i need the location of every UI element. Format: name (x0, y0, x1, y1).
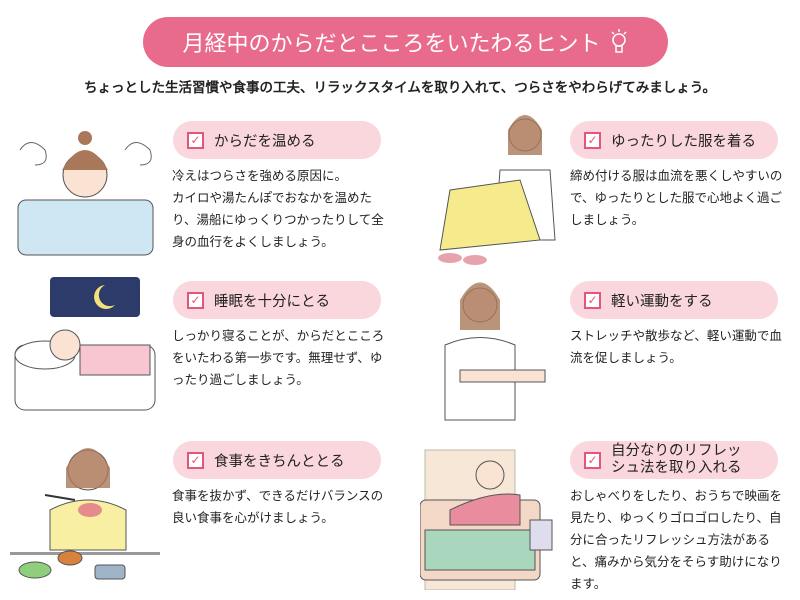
heading-text: からだを温める (214, 133, 316, 150)
checkbox-icon: ✓ (584, 131, 601, 149)
checkbox-icon: ✓ (187, 291, 204, 309)
checkbox-icon: ✓ (187, 131, 204, 149)
page-title: 月経中のからだとこころをいたわるヒント (143, 17, 668, 67)
tip-text-refresh: おしゃべりをしたり、おうちで映画を見たり、ゆっくりゴロゴロしたり、自分に合ったリ… (570, 488, 783, 591)
tip-heading-refresh: ✓ 自分なりのリフレッシュ法を取り入れる (570, 441, 778, 479)
lightbulb-icon (610, 29, 627, 53)
checkbox-icon: ✓ (187, 451, 204, 469)
eating-illustration (10, 448, 160, 580)
tip-heading-meals: ✓ 食事をきちんととる (173, 441, 381, 479)
bath-illustration (17, 131, 154, 256)
subtitle: ちょっとした生活習慣や食事の工夫、リラックスタイムを取り入れて、つらさをやわらげ… (84, 80, 716, 96)
tip-text-sleep: しっかり寝ることが、からだとこころをいたわる第一歩です。無理せず、ゆったり過ごし… (172, 328, 385, 387)
tip-text-warm-body: 冷えはつらさを強める原因に。 カイロや湯たんぽでおなかを温めたり、湯船にゆっくり… (172, 168, 384, 249)
tip-heading-loose-clothes: ✓ ゆったりした服を着る (570, 121, 778, 159)
heading-text: ゆったりした服を着る (611, 133, 756, 150)
tip-text-loose-clothes: 締め付ける服は血流を悪くしやすいので、ゆったりとした服で心地よく過ごしましょう。 (570, 168, 783, 227)
checkbox-icon: ✓ (584, 291, 601, 309)
resting-illustration (420, 449, 553, 590)
relaxed-clothing-illustration (438, 115, 556, 265)
heading-text: 自分なりのリフレッシュ法を取り入れる (611, 443, 742, 476)
tip-text-meals: 食事を抜かず、できるだけバランスの良い食事を心がけましょう。 (172, 488, 384, 525)
tip-heading-exercise: ✓ 軽い運動をする (570, 281, 778, 319)
sleeping-illustration (14, 277, 156, 411)
tip-heading-sleep: ✓ 睡眠を十分にとる (173, 281, 381, 319)
checkbox-icon: ✓ (584, 451, 601, 469)
title-text: 月経中のからだとこころをいたわるヒント (182, 32, 601, 57)
heading-text: 睡眠を十分にとる (214, 293, 330, 310)
tip-text-exercise: ストレッチや散歩など、軽い運動で血流を促しましょう。 (570, 328, 782, 365)
heading-text: 食事をきちんととる (214, 453, 345, 470)
stretching-illustration (444, 282, 546, 421)
heading-text: 軽い運動をする (611, 293, 713, 310)
tip-heading-warm-body: ✓ からだを温める (173, 121, 381, 159)
